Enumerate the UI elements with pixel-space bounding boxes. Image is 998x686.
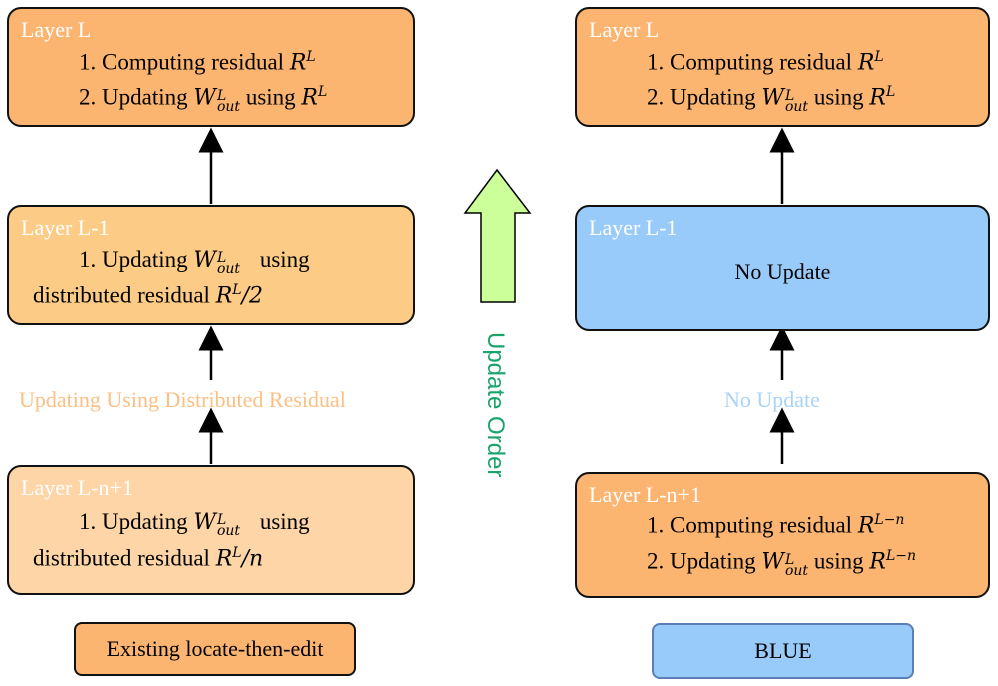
right-layer-L-n1-line2-sub: out bbox=[784, 562, 809, 579]
update-order-label: Update Order bbox=[482, 332, 509, 478]
right-layer-L-n1-line2-sup: L bbox=[784, 551, 795, 568]
right-layer-L-n1-title: Layer L-n+1 bbox=[589, 482, 701, 507]
right-layer-L-line2-math2: R bbox=[869, 85, 886, 111]
left-layer-L-n1-line1-text: 1. Updating bbox=[79, 509, 188, 534]
right-layer-L-n1-line2-mid: using bbox=[813, 548, 864, 574]
left-layer-L-1-line1-sup: L bbox=[216, 250, 227, 266]
right-gap-label: No Update bbox=[724, 387, 820, 412]
legend-existing-method: Existing locate-then-edit bbox=[74, 622, 356, 676]
update-order-arrow-icon bbox=[463, 168, 532, 303]
left-layer-L-line1: 1. Computing residual RL bbox=[79, 49, 316, 76]
left-layer-L-1-line2: distributed residual RL/2 bbox=[33, 282, 263, 309]
left-layer-L-line2-math2: R bbox=[301, 85, 318, 111]
left-layer-L-n1-line2-text: distributed residual bbox=[33, 545, 210, 571]
left-layer-L-n1-line1-math: W bbox=[193, 510, 216, 535]
right-layer-L-line2-math: W bbox=[761, 85, 784, 111]
right-layer-L-line2-sub: out bbox=[784, 98, 809, 115]
right-layer-L-line2-sup: L bbox=[784, 87, 795, 104]
right-layer-L-line2-sup2: L bbox=[885, 84, 896, 100]
left-layer-L-1-line1-text: 1. Updating bbox=[79, 247, 188, 272]
left-layer-L-line1-sup: L bbox=[306, 49, 316, 65]
left-layer-L-line2-sub: out bbox=[216, 98, 241, 115]
right-layer-L-n1-line1-math: R bbox=[857, 513, 875, 539]
right-layer-L-box: Layer L 1. Computing residual RL 2. Upda… bbox=[575, 7, 990, 127]
left-layer-L-n1-title: Layer L-n+1 bbox=[21, 475, 133, 500]
right-layer-L-line1-text: 1. Computing residual bbox=[647, 49, 853, 75]
right-layer-L-n1-box: Layer L-n+1 1. Computing residual RL−n 2… bbox=[575, 472, 990, 598]
right-layer-L-n1-line2-math2: R bbox=[869, 549, 886, 575]
right-layer-L-1-box: Layer L-1 No Update bbox=[575, 205, 990, 331]
right-layer-L-n1-line2-math: W bbox=[761, 549, 784, 575]
right-layer-L-title: Layer L bbox=[589, 17, 660, 42]
left-layer-L-box: Layer L 1. Computing residual RL 2. Upda… bbox=[7, 7, 415, 127]
left-layer-L-n1-line2-sup: L bbox=[232, 545, 242, 561]
right-layer-L-1-body: No Update bbox=[734, 259, 831, 284]
left-layer-L-line2-text: 2. Updating bbox=[79, 84, 188, 110]
left-layer-L-1-line2-sup: L bbox=[232, 282, 242, 298]
right-layer-L-line1-sup: L bbox=[874, 49, 884, 65]
right-layer-L-1-title: Layer L-1 bbox=[589, 215, 678, 240]
right-layer-L-line1: 1. Computing residual RL bbox=[647, 49, 884, 76]
left-layer-L-1-line1-math: W bbox=[193, 248, 216, 273]
left-layer-L-title: Layer L bbox=[21, 17, 92, 42]
left-gap-label: Updating Using Distributed Residual bbox=[19, 387, 346, 412]
left-layer-L-n1-line1-end: using bbox=[259, 509, 310, 534]
left-layer-L-n1-line2-math: R bbox=[215, 546, 233, 572]
left-layer-L-1-title: Layer L-1 bbox=[21, 215, 110, 240]
left-layer-L-1-line2-math: R bbox=[215, 283, 233, 309]
right-layer-L-line2-text: 2. Updating bbox=[647, 84, 756, 110]
right-layer-L-line1-math: R bbox=[857, 50, 875, 76]
left-layer-L-line2-sup2: L bbox=[317, 84, 328, 100]
update-order-label-wrap: Update Order bbox=[471, 332, 521, 492]
left-layer-L-1-line1-sub: out bbox=[216, 261, 241, 277]
left-layer-L-n1-line1-sup: L bbox=[216, 512, 227, 528]
left-layer-L-line2-math: W bbox=[193, 85, 216, 111]
left-layer-L-1-line1-end: using bbox=[259, 247, 310, 272]
right-layer-L-n1-line1-sup: L−n bbox=[874, 512, 905, 528]
left-layer-L-n1-line2: distributed residual RL/n bbox=[33, 545, 263, 572]
right-layer-L-n1-line1: 1. Computing residual RL−n bbox=[647, 512, 904, 539]
right-layer-L-n1-line2-sup2: L−n bbox=[885, 548, 917, 564]
left-layer-L-n1-line1-sub: out bbox=[216, 523, 241, 539]
right-layer-L-n1-line2-text: 2. Updating bbox=[647, 548, 756, 574]
right-layer-L-n1-line1-text: 1. Computing residual bbox=[647, 512, 853, 538]
left-layer-L-line2-mid: using bbox=[245, 84, 296, 110]
left-layer-L-line1-text: 1. Computing residual bbox=[79, 49, 285, 75]
right-layer-L-line2-mid: using bbox=[813, 84, 864, 110]
left-layer-L-line2-sup: L bbox=[216, 87, 227, 104]
left-layer-L-n1-line2-end: /n bbox=[241, 546, 264, 572]
left-layer-L-line1-math: R bbox=[289, 50, 307, 76]
left-layer-L-1-line2-text: distributed residual bbox=[33, 282, 210, 308]
legend-blue-method: BLUE bbox=[652, 623, 914, 679]
left-layer-L-1-line2-end: /2 bbox=[241, 283, 263, 309]
